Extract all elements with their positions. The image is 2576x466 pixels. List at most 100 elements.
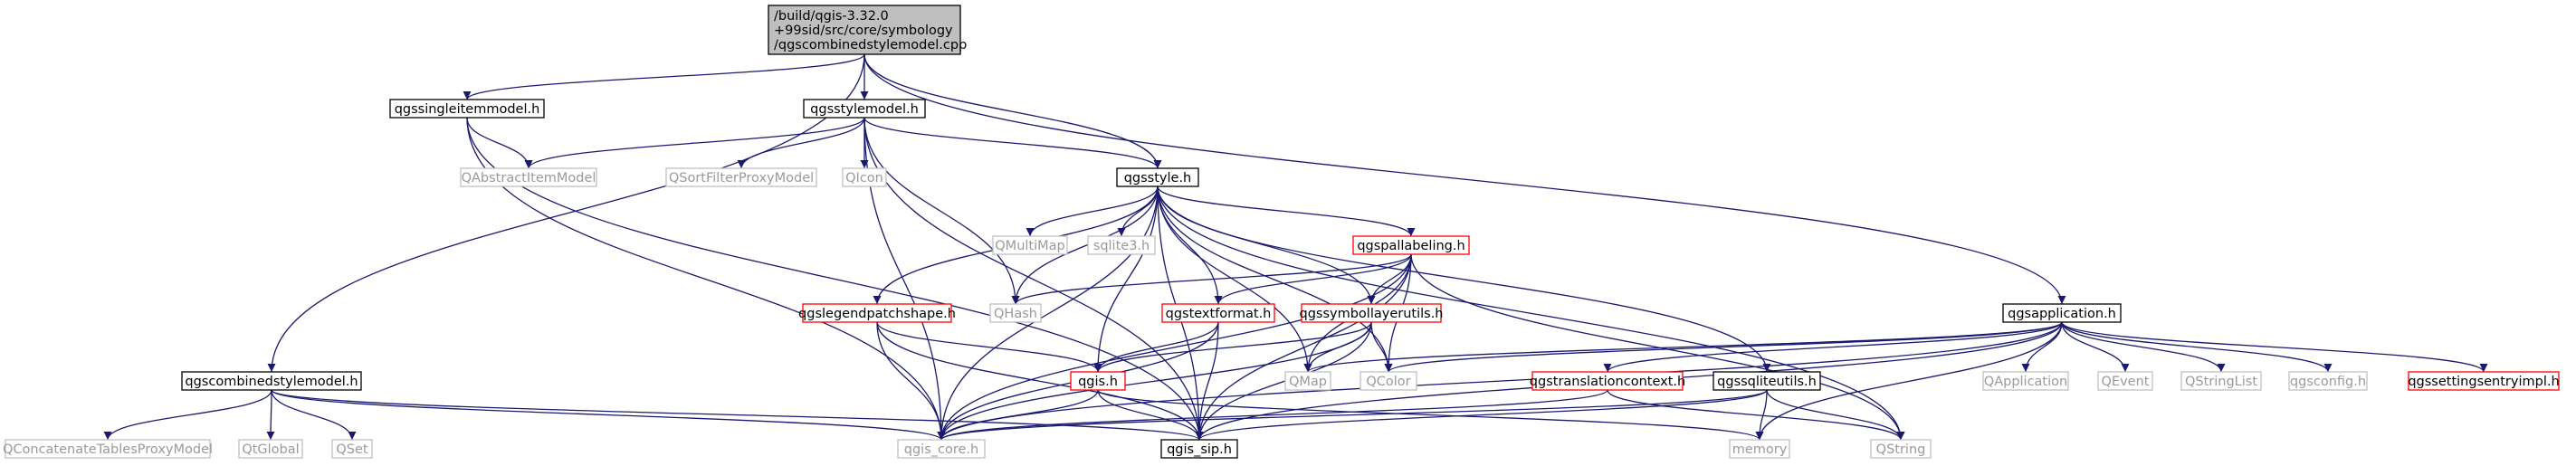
node-qset: QSet [331,439,373,459]
node-textformat-label-0: qgstextformat.h [1166,307,1272,321]
node-pallabeling-box [1352,235,1470,255]
edge-qgis-to-memory [1097,389,1764,441]
node-qmap-label-0: QMap [1289,375,1327,389]
node-stylemodel-box [803,99,926,119]
node-sqlite3-box [1087,235,1156,255]
node-qconcatenate: QConcatenateTablesProxyModel [3,439,213,459]
edge-style-to-qhash [1011,185,1159,305]
node-qgsconfig-box [2288,371,2368,391]
edge-root-to-singleitem [463,53,865,100]
node-root-box [768,5,961,55]
node-textformat-box [1161,303,1275,323]
node-qstring-box [1870,439,1932,459]
node-application[interactable]: qgsapplication.h [2002,303,2122,323]
node-qcolor-label-0: QColor [1366,375,1410,389]
node-qevent-label-0: QEvent [2102,375,2150,389]
node-qmap-box [1284,371,1331,391]
node-sqliteutils-label-0: qgssqliteutils.h [1717,375,1817,389]
node-memory-box [1729,439,1790,459]
edge-application-to-qcolor [1384,321,2063,373]
node-settingsentryimpl-label-0: qgssettingsentryimpl.h [2408,375,2559,389]
node-qstringlist: QStringList [2180,371,2262,391]
edge-legendpatchshape-to-qgis [876,321,1102,373]
node-settingsentryimpl-box [2408,371,2560,391]
node-root[interactable]: /build/qgis-3.32.0+99sid/src/core/symbol… [768,5,967,55]
node-translationcontext-box [1531,371,1684,391]
node-pallabeling-label-0: qgspallabeling.h [1357,239,1465,253]
node-stylemodel[interactable]: qgsstylemodel.h [803,99,926,119]
node-root-label-0: /build/qgis-3.32.0 [774,9,889,24]
node-qmultimap: QMultiMap [992,235,1068,255]
node-qhash-label-0: QHash [994,307,1037,321]
edge-style-to-qgis [1093,185,1159,373]
edge-application-to-settingsentryimpl [2061,321,2488,373]
node-legendpatchshape-box [802,303,952,323]
node-qevent-box [2097,371,2153,391]
node-singleitem[interactable]: qgssingleitemmodel.h [389,99,545,119]
node-qsortfilterproxymodel: QSortFilterProxyModel [665,167,817,187]
node-qmultimap-box [992,235,1068,255]
node-qabstractitemmodel: QAbstractItemModel [460,167,597,187]
edge-application-to-translationcontext [1603,321,2063,373]
node-qsortfilterproxymodel-label-0: QSortFilterProxyModel [669,171,814,185]
node-sqliteutils-box [1713,371,1821,391]
node-singleitem-box [389,99,545,119]
node-combined-box [181,371,362,391]
edge-root-to-application [863,53,2066,305]
node-qapplication-box [1982,371,2069,391]
node-stylemodel-label-0: qgsstylemodel.h [810,102,919,117]
node-qtglobal: QtGlobal [238,439,303,459]
node-qicon-box [842,167,887,187]
edge-layer [103,53,2488,441]
node-qgiscore-label-0: qgis_core.h [904,442,978,457]
node-settingsentryimpl[interactable]: qgssettingsentryimpl.h [2408,371,2560,391]
edge-singleitem-to-qgissip [466,117,1204,441]
node-qstringlist-label-0: QStringList [2185,375,2257,389]
edge-stylemodel-to-qabstractitemmodel [524,117,865,169]
edge-combined-to-qgiscore [271,389,946,441]
node-style-label-0: qgsstyle.h [1124,171,1192,185]
node-qapplication: QApplication [1982,371,2069,391]
node-qstring: QString [1870,439,1932,459]
edge-stylemodel-to-qhash [863,117,1020,305]
node-qtglobal-box [238,439,303,459]
edge-translationcontext-to-qstring [1607,389,1905,441]
node-memory: memory [1729,439,1790,459]
node-qgis[interactable]: qgis.h [1070,371,1126,391]
node-qgissip[interactable]: qgis_sip.h [1160,439,1238,459]
edge-textformat-to-qgis [1093,321,1219,373]
node-symbollayerutils-label-0: qgssymbollayerutils.h [1300,307,1444,321]
node-combined[interactable]: qgscombinedstylemodel.h [181,371,362,391]
node-legendpatchshape[interactable]: qgslegendpatchshape.h [798,303,956,323]
node-translationcontext[interactable]: qgstranslationcontext.h [1530,371,1685,391]
edge-stylemodel-to-qsortfilterproxymodel [737,117,865,169]
node-qmultimap-label-0: QMultiMap [995,239,1064,253]
edge-stylemodel-to-style [863,117,1162,169]
node-qconcatenate-label-0: QConcatenateTablesProxyModel [3,442,213,457]
edge-style-to-qgiscore [937,185,1159,441]
node-application-label-0: qgsapplication.h [2008,307,2116,321]
node-symbollayerutils[interactable]: qgssymbollayerutils.h [1300,303,1444,323]
node-sqlite3-label-0: sqlite3.h [1093,239,1150,253]
node-pallabeling[interactable]: qgspallabeling.h [1352,235,1470,255]
node-textformat[interactable]: qgstextformat.h [1161,303,1275,323]
edge-symbollayerutils-to-qgiscore [937,321,1372,441]
node-combined-label-0: qgscombinedstylemodel.h [185,375,358,389]
node-qtglobal-label-0: QtGlobal [242,442,299,457]
node-style[interactable]: qgsstyle.h [1116,167,1199,187]
node-qgissip-label-0: qgis_sip.h [1167,442,1232,457]
node-qstringlist-box [2180,371,2262,391]
edge-style-to-sqliteutils [1157,185,1771,373]
node-qset-label-0: QSet [336,442,368,457]
edge-application-to-qgsconfig [2061,321,2333,373]
edge-style-to-textformat [1157,185,1223,305]
node-application-box [2002,303,2122,323]
node-qgis-label-0: qgis.h [1078,375,1118,389]
edge-sqliteutils-to-qgiscore [937,389,1768,441]
edge-pallabeling-to-qhash [1011,253,1412,305]
node-sqliteutils[interactable]: qgssqliteutils.h [1713,371,1821,391]
edge-textformat-to-qgissip [1195,321,1219,441]
edge-translationcontext-to-qgiscore [937,389,1608,441]
node-qgissip-box [1160,439,1238,459]
